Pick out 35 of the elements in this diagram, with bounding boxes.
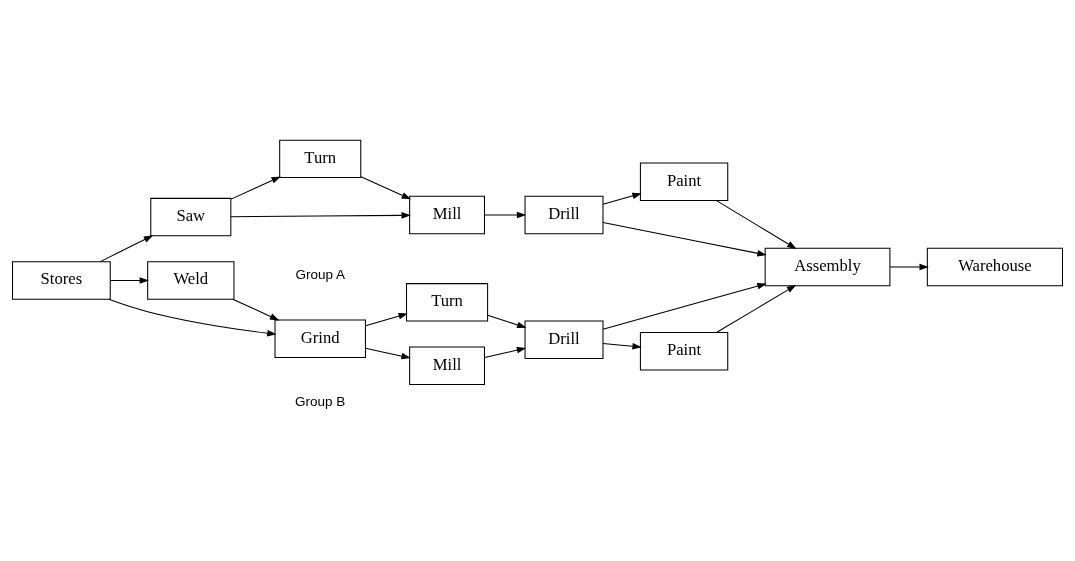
node-box: Warehouse [926,247,1063,287]
node-box: Paint [639,162,729,201]
node-box: Turn [279,139,362,179]
node-box: Saw [150,197,232,237]
arrow [715,200,797,249]
arrow [889,263,929,271]
arrow [232,298,280,321]
arrow [602,222,767,257]
node-box: Paint [639,331,729,371]
node-box: Drill [524,320,604,359]
arrow [484,346,527,358]
arrow [365,347,411,360]
node-box: Turn [406,283,489,322]
arrow [230,212,411,219]
arrow [602,342,642,350]
node-box: Stores [12,261,111,300]
label: Group A [295,266,345,282]
arrow [487,314,527,329]
node-box: Grind [274,319,366,358]
arrow [365,312,408,327]
arrow [230,176,281,200]
node-box: Mill [409,195,485,235]
arrow [360,176,411,200]
node-box: Mill [409,346,485,385]
node-box: Assembly [764,247,891,287]
arrow [110,277,149,284]
arrow [99,235,154,263]
label: Group B [295,393,346,409]
arrow [716,285,797,333]
arrow [602,283,767,330]
arrow [484,211,527,219]
node-box: Drill [524,195,604,235]
arrow [602,192,642,205]
node-box: Weld [147,261,235,300]
arrow [108,298,277,337]
